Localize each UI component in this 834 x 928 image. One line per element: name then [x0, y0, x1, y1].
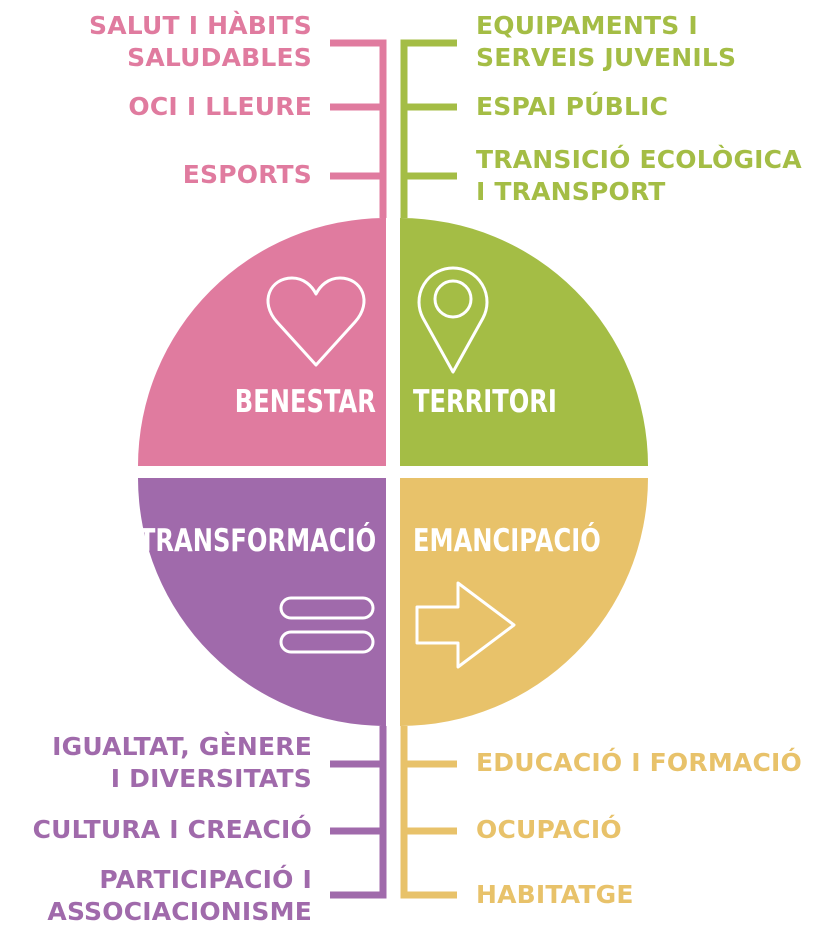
branch-equipaments-line2: SERVEIS JUVENILS — [476, 43, 737, 72]
branch-participacio-line1: PARTICIPACIÓ I — [99, 865, 312, 894]
connector-emancipacio — [400, 726, 457, 899]
connector-benestar — [330, 39, 387, 218]
branch-salut-line2: SALUDABLES — [127, 43, 312, 72]
branch-salut-line1: SALUT I HÀBITS — [89, 11, 312, 40]
heart-icon — [266, 276, 366, 367]
branch-cultura: CULTURA I CREACIÓ — [33, 814, 312, 846]
branch-igualtat-line1: IGUALTAT, GÈNERE — [52, 732, 312, 761]
branch-habitatge: HABITATGE — [476, 879, 634, 911]
branch-participacio-line2: ASSOCIACIONISME — [47, 897, 312, 926]
connector-transformacio — [330, 726, 387, 899]
equals-icon — [279, 596, 375, 654]
branch-espai-public-line1: ESPAI PÚBLIC — [476, 92, 669, 121]
branch-equipaments: EQUIPAMENTS I SERVEIS JUVENILS — [476, 10, 736, 74]
branch-oci: OCI I LLEURE — [128, 91, 312, 123]
location-pin-icon — [417, 266, 489, 374]
branch-salut: SALUT I HÀBITS SALUDABLES — [89, 10, 312, 74]
branch-transicio-line2: I TRANSPORT — [476, 177, 666, 206]
quadrant-emancipacio — [400, 478, 648, 726]
branch-igualtat: IGUALTAT, GÈNERE I DIVERSITATS — [52, 731, 312, 795]
quadrant-territori — [400, 218, 648, 466]
branch-equipaments-line1: EQUIPAMENTS I — [476, 11, 698, 40]
branch-espai-public: ESPAI PÚBLIC — [476, 91, 668, 123]
branch-ocupacio-line1: OCUPACIÓ — [476, 815, 622, 844]
quadrant-transformacio — [138, 478, 386, 726]
quadrant-label-benestar: BENESTAR — [234, 384, 376, 420]
branch-educacio: EDUCACIÓ I FORMACIÓ — [476, 747, 802, 779]
quadrant-label-territori: TERRITORI — [413, 384, 557, 420]
arrow-right-icon — [415, 581, 516, 669]
branch-ocupacio: OCUPACIÓ — [476, 814, 622, 846]
branch-oci-line1: OCI I LLEURE — [128, 92, 312, 121]
branch-habitatge-line1: HABITATGE — [476, 880, 634, 909]
branch-transicio-line1: TRANSICIÓ ECOLÒGICA — [476, 145, 802, 174]
quadrant-benestar — [138, 218, 386, 466]
branch-transicio: TRANSICIÓ ECOLÒGICA I TRANSPORT — [476, 144, 802, 208]
branch-igualtat-line2: I DIVERSITATS — [110, 764, 312, 793]
connector-territori — [400, 39, 457, 218]
branch-educacio-line1: EDUCACIÓ I FORMACIÓ — [476, 748, 802, 777]
branch-esports-line1: ESPORTS — [182, 160, 312, 189]
quadrant-label-transformacio: TRANSFORMACIÓ — [138, 523, 376, 559]
branch-participacio: PARTICIPACIÓ I ASSOCIACIONISME — [47, 864, 312, 928]
quadrant-label-emancipacio: EMANCIPACIÓ — [413, 523, 601, 559]
branch-cultura-line1: CULTURA I CREACIÓ — [32, 815, 312, 844]
branch-esports: ESPORTS — [183, 159, 312, 191]
